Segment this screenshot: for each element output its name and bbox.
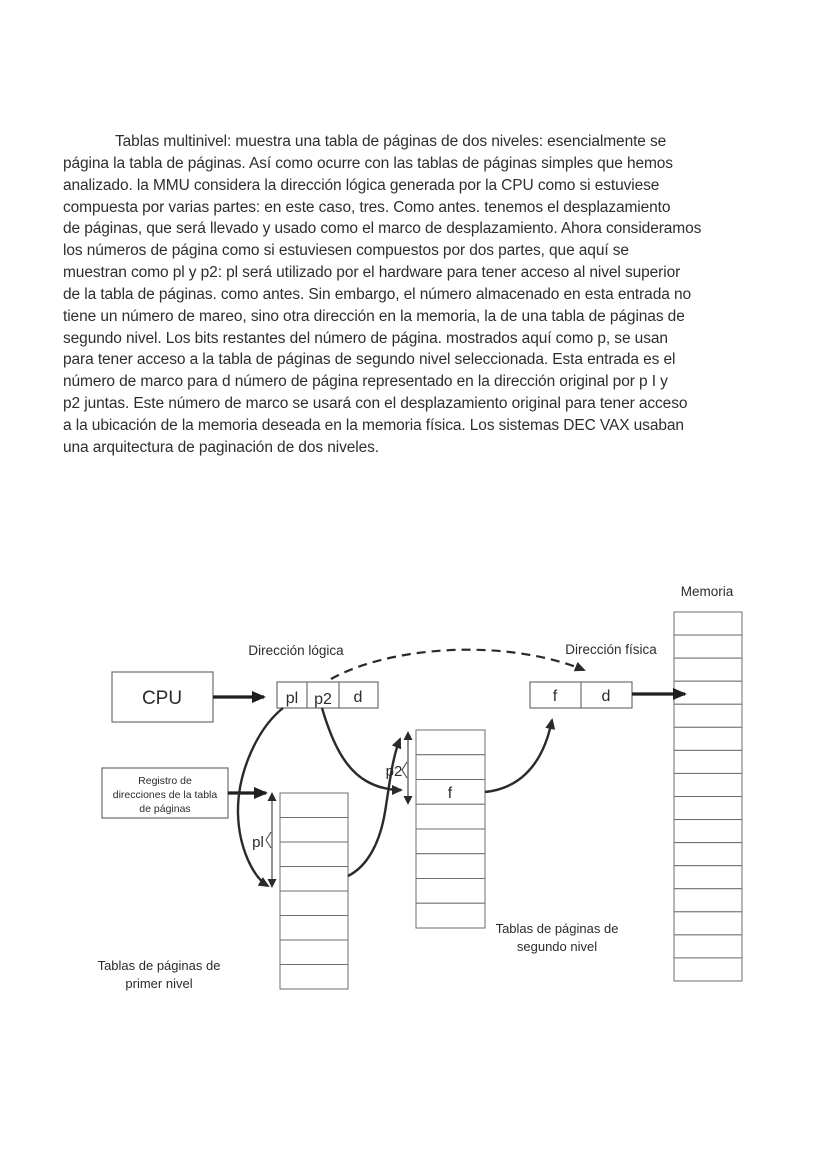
table-cell [415, 803, 486, 830]
table-cell [673, 911, 743, 936]
paragraph-line: p2 juntas. Este número de marco se usará… [63, 395, 688, 413]
paragraph-line: para tener acceso a la tabla de páginas … [63, 351, 676, 369]
paragraph-line: a la ubicación de la memoria deseada en … [63, 416, 684, 434]
table-cell [279, 792, 349, 818]
table-cell [673, 819, 743, 844]
paragraph-line: Tablas multinivel: muestra una tabla de … [115, 133, 667, 150]
paragraph-line: analizado. la MMU considera la dirección… [63, 176, 660, 194]
table-cell [673, 611, 743, 636]
table-cell [415, 853, 486, 879]
table-cell [279, 964, 349, 990]
table-cell [415, 729, 486, 756]
logical-cell-p2: p2 [314, 691, 332, 708]
table-cell [415, 779, 486, 805]
table-cell [673, 703, 743, 728]
physical-cell-d: d [602, 688, 611, 705]
page-table-register-box [101, 767, 229, 819]
table-cell [673, 726, 743, 751]
p2-offset-measure [401, 731, 413, 805]
table-cell [673, 657, 743, 682]
table-cell [279, 841, 349, 867]
paragraph-line: una arquitectura de paginación de dos ni… [63, 438, 379, 456]
second-level-table [415, 729, 486, 929]
physical-address-box [529, 681, 633, 709]
paragraph-line: los números de página como si estuviesen… [63, 242, 629, 260]
table-cell [415, 754, 486, 780]
memory-label: Memoria [681, 584, 734, 599]
pl-offset-measure [265, 792, 277, 888]
paragraph-line: muestran como pl y p2: pl será utilizado… [63, 264, 681, 282]
pl-offset-label: pl [252, 834, 264, 851]
logical-address-box [276, 681, 379, 709]
p2-offset-label: p2 [386, 763, 403, 780]
cpu-label: CPU [142, 688, 182, 709]
first-level-caption-line2: primer nivel [125, 976, 192, 991]
cpu-box [111, 671, 214, 723]
logical-cell-d: d [354, 689, 363, 706]
table-cell [415, 878, 486, 904]
paragraph-line: compuesta por varias partes: en este cas… [63, 198, 671, 216]
register-label-line2: direcciones de la tabla [113, 789, 218, 801]
second-level-caption-line2: segundo nivel [517, 939, 597, 954]
table-cell [673, 749, 743, 774]
table-cell [673, 634, 743, 659]
physical-address-label: Dirección física [565, 642, 657, 657]
logical-to-physical-dashed-arrow [330, 648, 586, 680]
second-level-caption-line1: Tablas de páginas de [496, 921, 619, 936]
table-cell [673, 888, 743, 913]
table-cell [415, 902, 486, 929]
table-cell [415, 828, 486, 855]
table-cell [673, 865, 743, 890]
paragraph-line: de páginas, que será llevado y usado com… [63, 220, 702, 238]
table-cell [279, 866, 349, 892]
pl-to-first-table-curve [236, 707, 284, 888]
table-cell [279, 939, 349, 965]
table-cell [279, 915, 349, 941]
first-entry-to-second-table-curve [347, 737, 402, 878]
register-label-line3: de páginas [139, 803, 190, 815]
paragraph: Tablas multinivel: muestra una tabla de … [63, 131, 777, 459]
first-level-caption-line1: Tablas de páginas de [98, 958, 221, 973]
paragraph-line: segundo nivel. Los bits restantes del nú… [63, 329, 668, 347]
register-label-line1: Registro de [138, 775, 192, 787]
first-level-table [279, 792, 349, 990]
paragraph-line: tiene un número de mareo, sino otra dire… [63, 307, 685, 325]
table-cell [673, 796, 743, 821]
p2-to-second-table-curve [320, 707, 403, 795]
f-entry-to-physical-curve [484, 718, 556, 794]
paragraph-line: página la tabla de páginas. Así como ocu… [63, 154, 673, 172]
table-cell [673, 772, 743, 798]
table-cell [279, 890, 349, 916]
paragraph-line: número de marco para d número de página … [63, 373, 668, 391]
table-cell [673, 934, 743, 959]
second-level-entry-f: f [448, 785, 453, 802]
logical-address-label: Dirección lógica [248, 643, 344, 658]
table-cell [673, 842, 743, 867]
physical-cell-f: f [553, 688, 558, 705]
table-cell [279, 817, 349, 843]
logical-cell-pl: pl [286, 690, 298, 707]
memory-table [673, 611, 743, 982]
paragraph-line: de la tabla de páginas. como antes. Sin … [63, 285, 691, 303]
table-cell [673, 957, 743, 982]
